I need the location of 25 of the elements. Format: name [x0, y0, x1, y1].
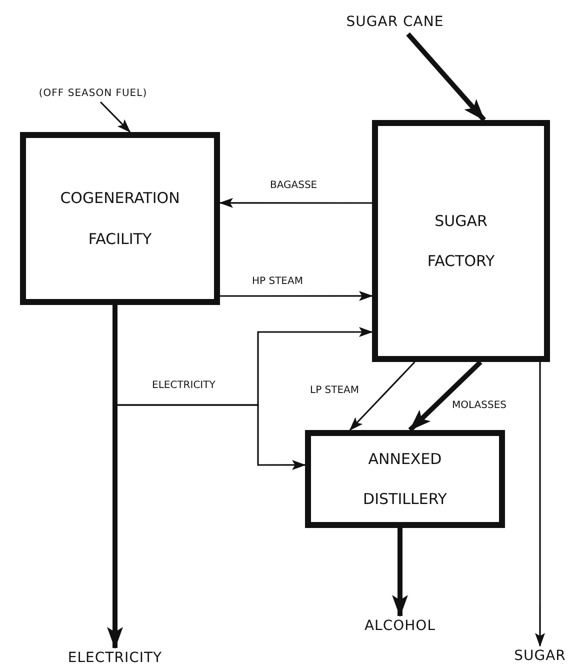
- stream-label: ALCOHOL: [364, 618, 436, 634]
- edge-label: MOLASSES: [450, 400, 509, 411]
- flow-arrow: [349, 361, 416, 431]
- stream-label: (OFF SEASON FUEL): [38, 88, 148, 98]
- flow-arrow: [408, 360, 482, 432]
- flow-arrow: [107, 305, 123, 649]
- edge-label: HP STEAM: [250, 276, 305, 287]
- box-label: ANNEXED DISTILLERY: [362, 448, 448, 510]
- flow-arrow: [220, 290, 373, 301]
- edge-label: LP STEAM: [308, 385, 362, 396]
- flow-arrow: [406, 32, 486, 122]
- flow-arrow: [100, 101, 131, 133]
- edge-label: ELECTRICITY: [150, 380, 218, 391]
- stream-label: ELECTRICITY: [68, 650, 162, 666]
- process-box: [305, 430, 505, 528]
- process-box: [20, 132, 220, 305]
- process-box: [372, 120, 550, 362]
- box-label: SUGAR FACTORY: [426, 210, 496, 272]
- flow-arrow: [392, 528, 408, 617]
- stream-label: SUGAR CANE: [346, 14, 444, 30]
- edge-label: BAGASSE: [268, 180, 320, 191]
- stream-label: SUGAR: [514, 648, 566, 664]
- flow-arrow: [219, 198, 372, 208]
- box-label: COGENERATION FACILITY: [59, 188, 181, 250]
- flow-arrow: [535, 362, 545, 647]
